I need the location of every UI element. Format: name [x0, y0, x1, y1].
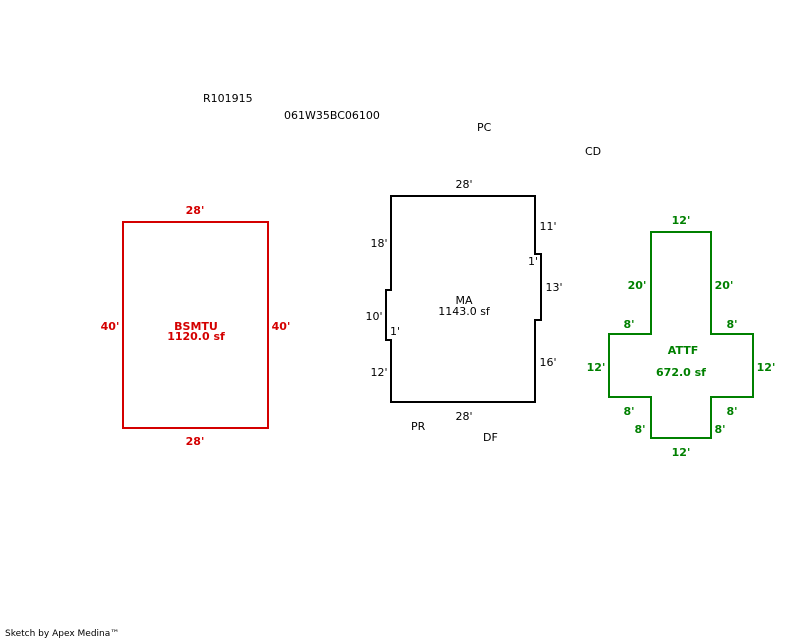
- attf-arm-bottom-right-dim: 8': [726, 405, 737, 418]
- ma-top-dim: 28': [455, 178, 472, 191]
- ma-outline: [385, 195, 542, 403]
- attf-outline: [608, 231, 754, 439]
- attf-name: ATTF: [668, 344, 698, 357]
- ma-right-jog-dim: 1': [528, 255, 538, 268]
- ma-bottom-dim: 28': [455, 410, 472, 423]
- bsmtu-name: BSMTU: [174, 320, 218, 333]
- footer-credit: Sketch by Apex Medina™: [5, 629, 119, 639]
- ma-left-bottom-dim: 12': [370, 366, 387, 379]
- attf-upper-left-dim: 20': [628, 279, 647, 292]
- ma-left-mid-dim: 10': [365, 310, 382, 323]
- attf-area: 672.0 sf: [656, 366, 706, 379]
- ma-shape: 28' 28' 18' 10' 1' 12' 11' 1' 13' 16' MA…: [365, 178, 562, 423]
- attf-arm-top-right-dim: 8': [726, 318, 737, 331]
- ma-right-top-dim: 11': [539, 220, 556, 233]
- record-id: R101915: [203, 92, 253, 105]
- bsmtu-area: 1120.0 sf: [167, 330, 225, 343]
- attf-arm-bottom-left-dim: 8': [623, 405, 634, 418]
- bsmtu-left-dim: 40': [101, 320, 120, 333]
- ma-area: 1143.0 sf: [438, 305, 491, 318]
- attf-shape: 12' 20' 20' 8' 8' 12' 12' 8' 8' 8' 8' 12…: [587, 214, 776, 459]
- ma-right-bottom-dim: 16': [539, 356, 556, 369]
- code-cd: CD: [585, 145, 601, 158]
- attf-arm-top-left-dim: 8': [623, 318, 634, 331]
- code-pr: PR: [411, 420, 426, 433]
- ma-left-top-dim: 18': [370, 237, 387, 250]
- bsmtu-right-dim: 40': [272, 320, 291, 333]
- parcel-id: 061W35BC06100: [284, 109, 380, 122]
- attf-lower-right-dim: 8': [714, 423, 725, 436]
- code-pc: PC: [477, 121, 492, 134]
- bsmtu-outline: [122, 221, 269, 429]
- ma-right-mid-dim: 13': [545, 281, 562, 294]
- bsmtu-bottom-dim: 28': [186, 435, 205, 448]
- attf-lower-left-dim: 8': [634, 423, 645, 436]
- ma-left-jog-dim: 1': [390, 325, 400, 338]
- attf-upper-right-dim: 20': [715, 279, 734, 292]
- attf-side-left-dim: 12': [587, 361, 606, 374]
- ma-name: MA: [455, 294, 472, 307]
- code-df: DF: [483, 431, 498, 444]
- attf-top-dim: 12': [672, 214, 691, 227]
- bsmtu-shape: 28' 28' 40' 40' BSMTU 1120.0 sf: [101, 204, 291, 448]
- attf-bottom-dim: 12': [672, 446, 691, 459]
- attf-side-right-dim: 12': [757, 361, 776, 374]
- bsmtu-top-dim: 28': [186, 204, 205, 217]
